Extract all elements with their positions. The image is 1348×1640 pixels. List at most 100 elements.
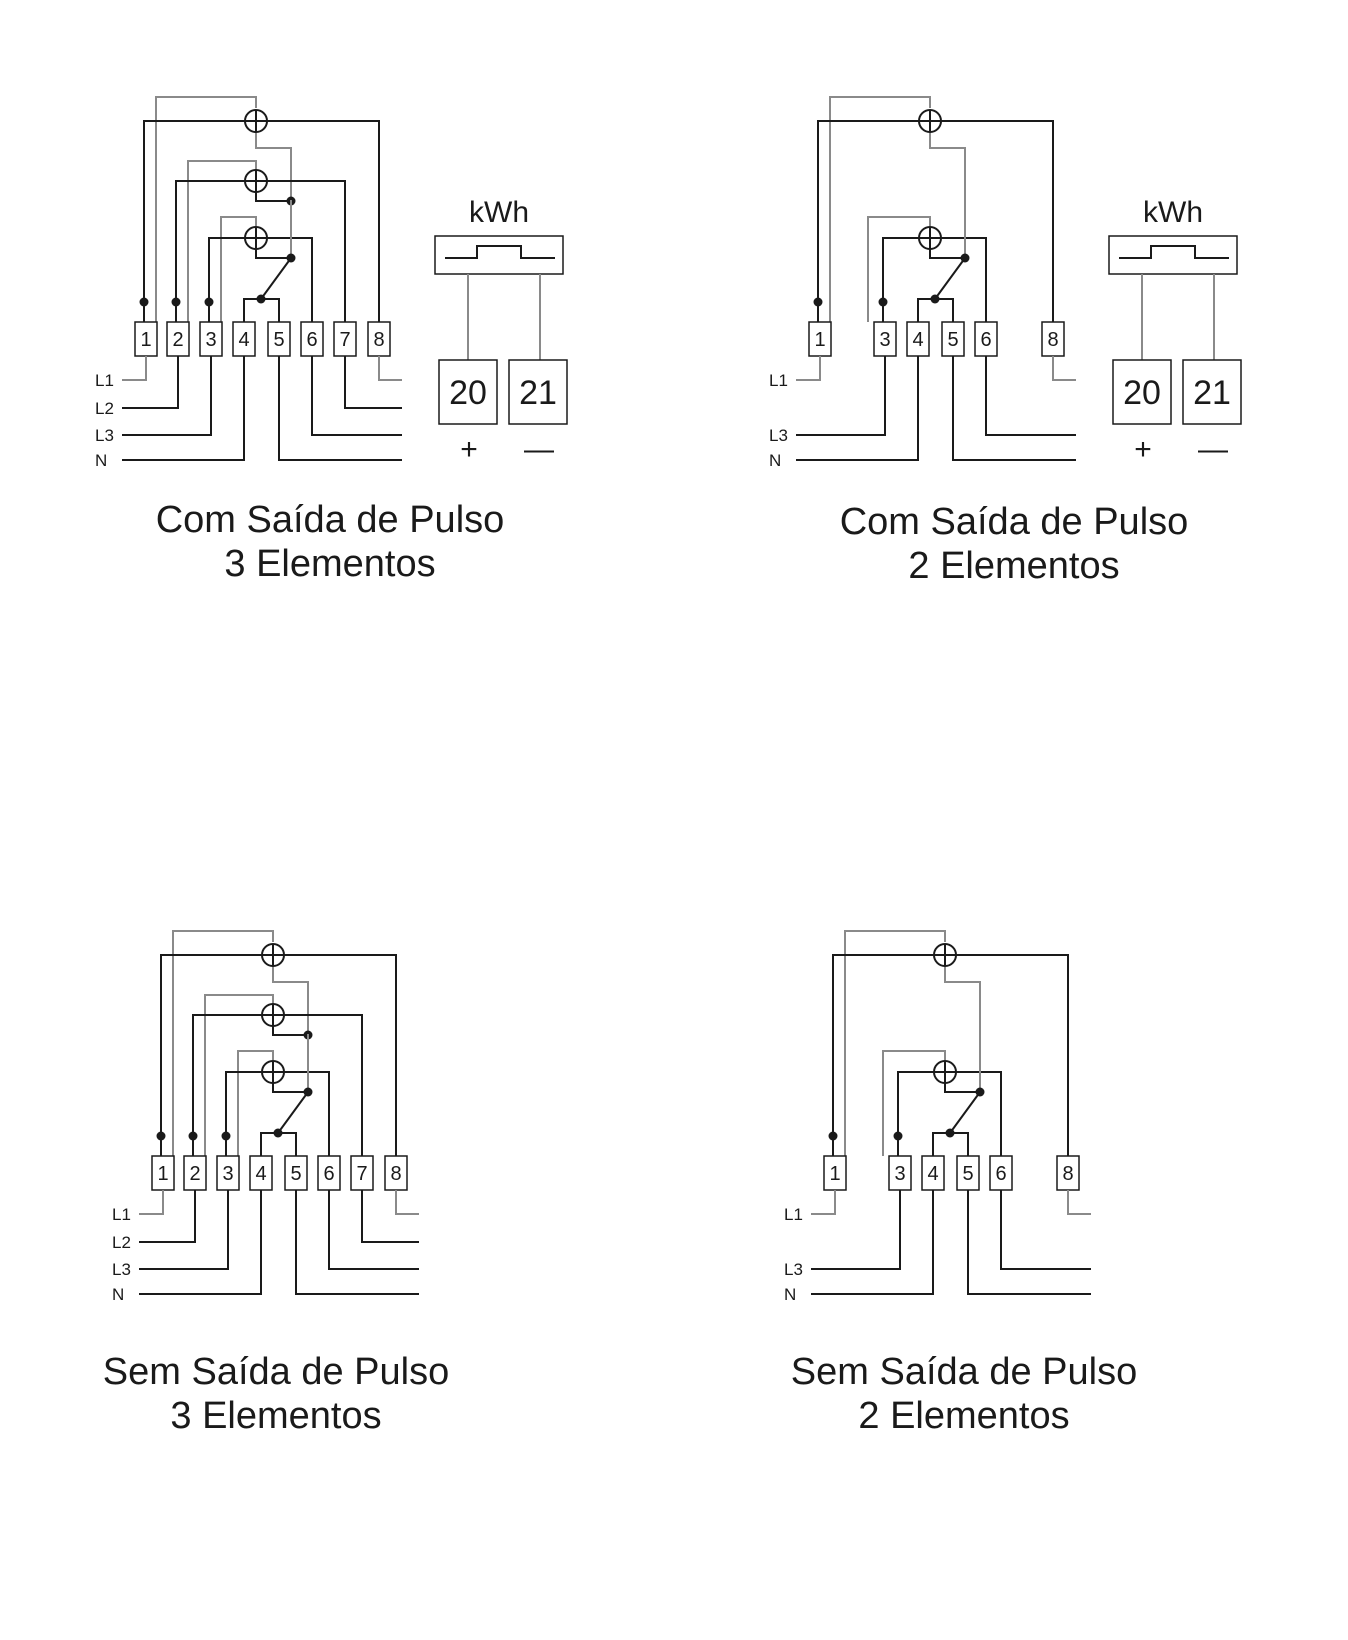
line-label-l1: L1 [112,1205,131,1224]
supply-line-l1 [139,1190,164,1215]
terminal-label-2: 2 [189,1163,200,1185]
junction-dot [930,294,940,304]
pulse-output-box [434,235,564,275]
supply-line-l3 [796,356,886,436]
pulse-terminal-label-20: 20 [1123,374,1161,412]
voltage-wire-element-2 [204,994,274,1156]
junction-dot [188,1131,198,1141]
terminal-label-6: 6 [995,1163,1006,1185]
load-line-l2 [361,1190,419,1243]
current-wire-element-3 [208,237,245,322]
supply-line-n [139,1190,262,1295]
terminal-label-6: 6 [306,329,317,351]
kwh-label: kWh [1143,196,1203,229]
voltage-wire-element-3 [237,1050,274,1156]
junction-dot [221,1131,231,1141]
line-label-l3: L3 [95,426,114,445]
caption-line-1: Com Saída de Pulso [155,499,505,541]
plus-sign: + [460,433,478,466]
supply-line-l3 [811,1190,901,1270]
junction-dot [878,297,888,307]
pulse-terminal-20 [438,359,498,425]
supply-line-l3 [122,356,212,436]
supply-line-l2 [122,356,179,409]
kwh-label: kWh [469,196,529,229]
voltage-wire-element-1 [944,966,981,1034]
pulse-terminal-21 [508,359,568,425]
current-wire-element-1 [143,120,245,322]
terminal-label-5: 5 [290,1163,301,1185]
pulse-terminal-label-20: 20 [449,374,487,412]
junction-dot [139,297,149,307]
pulse-terminal-21 [1182,359,1242,425]
link-wire-element-3 [929,249,965,259]
diagram-caption: Com Saída de Pulso 2 Elementos [714,500,1314,588]
supply-line-l2 [139,1190,196,1243]
junction-dot [171,297,181,307]
junction-dot [273,1128,283,1138]
terminal-label-8: 8 [373,329,384,351]
load-line-l3 [311,356,402,436]
terminal-label-7: 7 [339,329,350,351]
current-wire-element-2 [267,180,346,322]
minus-sign: — [1198,433,1228,466]
link-wire-element-2 [272,1026,308,1036]
line-label-l2: L2 [95,399,114,418]
voltage-wire-element-1 [172,930,274,1156]
line-label-l1: L1 [784,1205,803,1224]
line-label-n: N [112,1285,124,1304]
load-line-n [295,1190,419,1295]
terminal-label-8: 8 [1062,1163,1073,1185]
voltage-wire-element-2 [187,160,257,322]
pulse-terminal-label-21: 21 [1193,374,1231,412]
junction-dot [945,1128,955,1138]
terminal-label-3: 3 [879,329,890,351]
voltage-wire-element-3 [220,216,257,322]
junction-dot [156,1131,166,1141]
pulse-output-box [1108,235,1238,275]
current-wire-element-1 [284,954,397,1156]
minus-sign: — [524,433,554,466]
load-line-l3 [1000,1190,1091,1270]
terminal-label-1: 1 [829,1163,840,1185]
terminal-label-1: 1 [157,1163,168,1185]
current-wire-element-1 [267,120,380,322]
current-wire-element-3 [267,237,313,322]
voltage-wire-element-1 [829,96,931,322]
terminal-label-6: 6 [980,329,991,351]
load-line-n [278,356,402,461]
current-wire-element-1 [832,954,934,1156]
line-label-l1: L1 [769,371,788,390]
junction-dot [204,297,214,307]
supply-line-l1 [796,356,821,381]
neutral-link [277,1091,309,1134]
line-label-l3: L3 [769,426,788,445]
load-line-n [952,356,1076,461]
current-wire-element-1 [941,120,1054,322]
load-line-l1 [1067,1190,1091,1215]
link-wire-element-3 [255,249,291,259]
link-wire-element-2 [255,192,291,202]
load-line-l3 [985,356,1076,436]
neutral-link [934,257,966,300]
voltage-wire-element-1 [844,930,946,1156]
junction-dot [828,1131,838,1141]
current-wire-element-3 [225,1071,262,1156]
current-wire-element-1 [817,120,919,322]
supply-line-n [811,1190,934,1295]
supply-line-l1 [122,356,147,381]
supply-line-l3 [139,1190,229,1270]
current-wire-element-2 [284,1014,363,1156]
caption-line-2: 3 Elementos [224,543,436,585]
caption-line-1: Com Saída de Pulso [839,501,1189,543]
load-line-l1 [395,1190,419,1215]
pulse-terminal-20 [1112,359,1172,425]
line-label-l3: L3 [784,1260,803,1279]
link-wire-element-3 [944,1083,980,1093]
supply-line-l1 [811,1190,836,1215]
load-line-l1 [378,356,402,381]
terminal-label-3: 3 [894,1163,905,1185]
